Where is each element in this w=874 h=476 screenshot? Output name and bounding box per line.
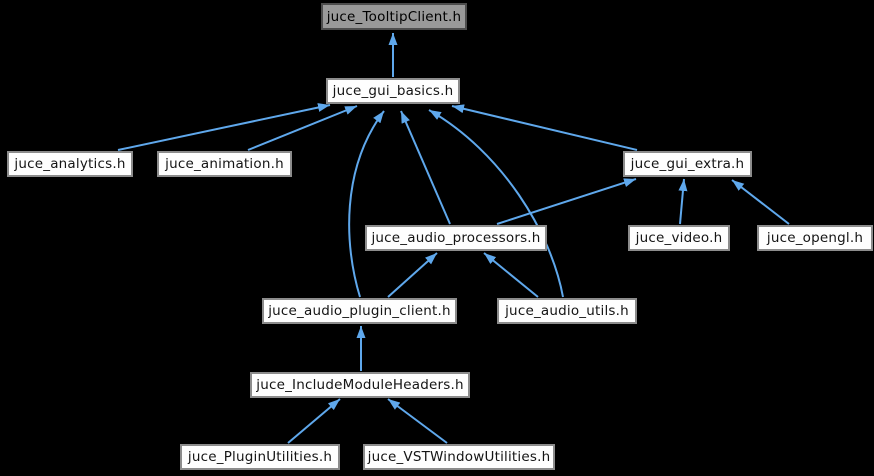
node-juce_audio_plugin_client[interactable]: juce_audio_plugin_client.h <box>262 298 457 324</box>
node-juce_TooltipClient[interactable]: juce_TooltipClient.h <box>321 3 467 30</box>
node-juce_animation[interactable]: juce_animation.h <box>157 151 292 177</box>
edge-juce_audio_plugin_client-to-juce_gui_basics <box>348 110 385 298</box>
edge-juce_audio_utils-to-juce_audio_processors <box>483 252 539 298</box>
node-juce_video[interactable]: juce_video.h <box>628 225 730 251</box>
node-juce_audio_processors[interactable]: juce_audio_processors.h <box>365 225 547 251</box>
edge-juce_audio_processors-to-juce_gui_extra <box>496 178 637 225</box>
edge-juce_PluginUtilities-to-juce_IncludeModuleHeaders <box>287 398 341 444</box>
node-juce_PluginUtilities[interactable]: juce_PluginUtilities.h <box>180 444 340 470</box>
node-juce_analytics[interactable]: juce_analytics.h <box>7 151 133 177</box>
edge-juce_audio_processors-to-juce_gui_basics <box>400 110 451 225</box>
node-juce_IncludeModuleHeaders[interactable]: juce_IncludeModuleHeaders.h <box>250 372 470 398</box>
node-juce_opengl[interactable]: juce_opengl.h <box>757 225 873 251</box>
edge-juce_audio_utils-to-juce_gui_basics <box>428 109 564 298</box>
edge-juce_animation-to-juce_gui_basics <box>247 105 358 151</box>
node-juce_gui_extra[interactable]: juce_gui_extra.h <box>623 151 752 177</box>
node-juce_audio_utils[interactable]: juce_audio_utils.h <box>497 298 637 324</box>
edge-juce_audio_plugin_client-to-juce_audio_processors <box>387 252 438 298</box>
edge-juce_gui_extra-to-juce_gui_basics <box>451 104 638 151</box>
edge-juce_video-to-juce_gui_extra <box>678 178 688 225</box>
node-juce_VSTWindowUtilities[interactable]: juce_VSTWindowUtilities.h <box>363 444 555 470</box>
edge-juce_opengl-to-juce_gui_extra <box>731 179 790 225</box>
edge-group <box>117 33 790 444</box>
node-juce_gui_basics[interactable]: juce_gui_basics.h <box>326 78 460 104</box>
edge-juce_VSTWindowUtilities-to-juce_IncludeModuleHeaders <box>387 398 448 444</box>
edge-juce_analytics-to-juce_gui_basics <box>117 103 331 151</box>
